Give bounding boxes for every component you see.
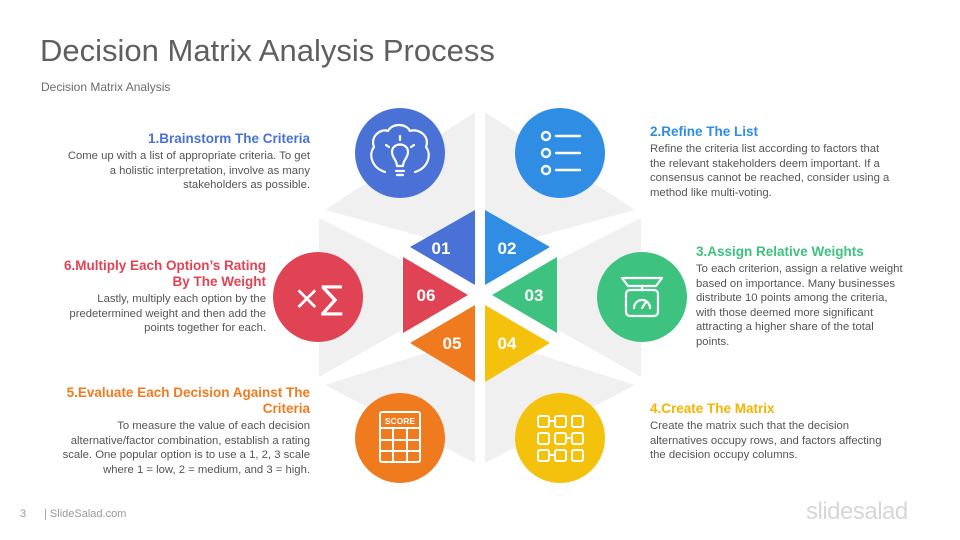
step-3-line-2: based on importance. Many businesses — [696, 277, 896, 290]
step-2-block: 2.Refine The List Refine the criteria li… — [650, 124, 940, 200]
step-1-line-2: a holistic interpretation, involve as ma… — [109, 164, 310, 177]
matrix-grid-icon — [537, 415, 584, 462]
step-3-line-5: attracting a higher share of the total — [696, 321, 874, 334]
step-5-icon-circle: SCORE — [355, 393, 445, 483]
step-5-line-4: where 1 = low, 2 = medium, and 3 = high. — [103, 463, 310, 476]
step-3-block: 3.Assign Relative Weights To each criter… — [696, 244, 946, 350]
triangle-06 — [403, 257, 468, 333]
page-title: Decision Matrix Analysis Process — [40, 33, 495, 68]
brand-logo: slidesalad — [806, 498, 908, 525]
step-3-line-1: To each criterion, assign a relative wei… — [696, 263, 903, 275]
step-5-heading-line-1: 5.Evaluate Each Decision Against The — [66, 385, 310, 400]
list-icon — [540, 130, 582, 176]
step-2-line-1: Refine the criteria list according to fa… — [650, 143, 880, 155]
triangle-03 — [492, 257, 557, 333]
step-4-heading: 4.Create The Matrix — [650, 401, 775, 416]
scale-icon — [620, 276, 664, 318]
brain-lightbulb-icon — [370, 123, 430, 177]
step-number-06: 06 — [417, 286, 436, 305]
score-label: SCORE — [385, 416, 416, 426]
scoreboard-icon — [379, 411, 421, 463]
step-5-heading-line-2: Criteria — [262, 401, 310, 416]
step-number-01: 01 — [432, 239, 451, 258]
step-6-line-3: points together for each. — [144, 322, 266, 335]
step-3-line-6: points. — [696, 335, 730, 348]
step-2-heading: 2.Refine The List — [650, 124, 759, 139]
step-6-line-1: Lastly, multiply each option by the — [97, 293, 266, 305]
triangle-01 — [410, 210, 475, 285]
step-3-line-4: with those deemed more significant — [696, 306, 874, 319]
step-2-line-2: the relevant stakeholders deem important… — [650, 157, 880, 170]
step-4-line-1: Create the matrix such that the decision — [650, 420, 850, 432]
step-2-icon-circle — [515, 108, 605, 198]
step-4-line-2: alternatives occupy rows, and factors af… — [650, 434, 882, 447]
page-number: 3 — [20, 508, 27, 520]
step-number-04: 04 — [498, 334, 517, 353]
step-4-line-3: the decision occupy columns. — [650, 449, 798, 462]
step-5-line-3: scale. One popular option is to use a 1,… — [62, 449, 310, 462]
step-4-icon-circle — [515, 393, 605, 483]
step-6-heading-line-1: 6.Multiply Each Option’s Rating — [63, 258, 266, 273]
page-subtitle: Decision Matrix Analysis — [41, 80, 171, 94]
triangle-04 — [485, 305, 550, 382]
step-2-line-4: method like multi-voting. — [650, 186, 772, 199]
multiply-sum-icon: ×∑ — [293, 278, 343, 317]
step-number-02: 02 — [498, 239, 517, 258]
step-5-line-1: To measure the value of each decision — [117, 420, 310, 432]
step-1-heading: 1.Brainstorm The Criteria — [147, 131, 310, 146]
step-number-03: 03 — [525, 286, 544, 305]
step-6-block: 6.Multiply Each Option’s Rating By The W… — [16, 258, 266, 336]
step-3-icon-circle — [597, 252, 687, 342]
step-1-line-3: stakeholders as possible. — [183, 179, 310, 192]
triangle-05 — [410, 305, 475, 382]
step-6-line-2: predetermined weight and then add the — [69, 307, 266, 320]
step-1-block: 1.Brainstorm The Criteria Come up with a… — [20, 131, 310, 193]
step-number-05: 05 — [443, 334, 462, 353]
step-5-block: 5.Evaluate Each Decision Against The Cri… — [10, 385, 310, 477]
step-1-line-1: Come up with a list of appropriate crite… — [67, 150, 310, 162]
footer-site: | SlideSalad.com — [44, 508, 127, 520]
step-4-block: 4.Create The Matrix Create the matrix su… — [650, 401, 940, 463]
step-1-icon-circle — [355, 108, 445, 198]
step-5-line-2: alternative/factor combination, establis… — [70, 434, 310, 447]
step-6-heading-line-2: By The Weight — [172, 274, 266, 289]
step-3-line-3: distribute 10 points among the criteria, — [696, 292, 888, 305]
step-6-icon-circle: ×∑ — [273, 252, 363, 342]
triangle-02 — [485, 210, 550, 285]
step-2-line-3: consensus cannot be reached, consider us… — [650, 172, 890, 185]
step-3-heading: 3.Assign Relative Weights — [696, 244, 864, 259]
